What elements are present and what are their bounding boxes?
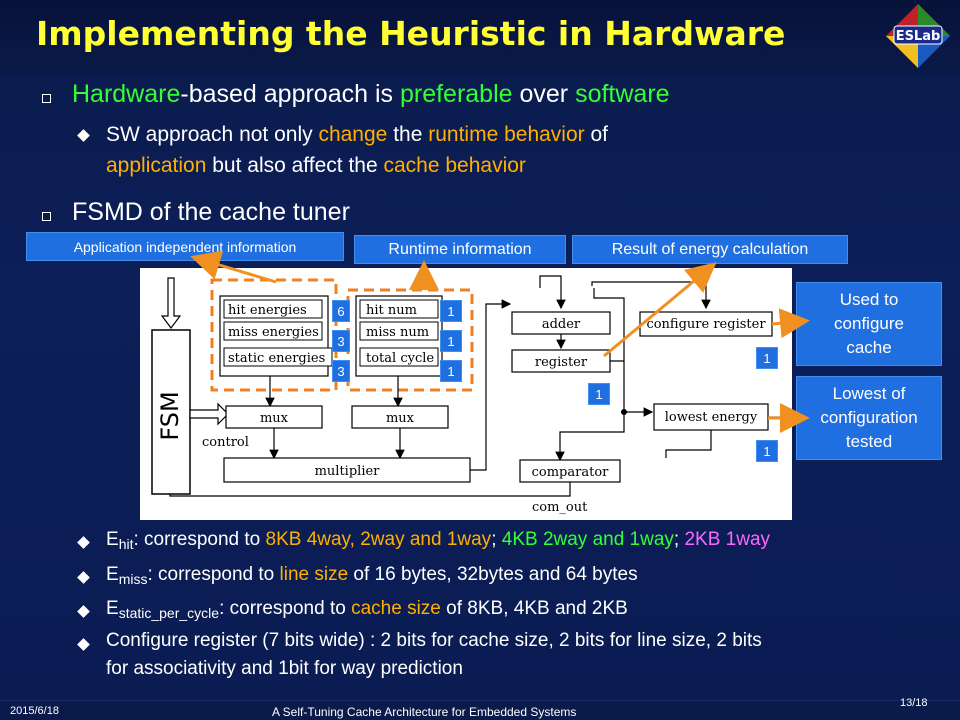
- bullet-hardware: Hardware-based approach is preferable ov…: [72, 80, 670, 108]
- arrow-app-info: [190, 250, 277, 284]
- callout-energy-result: Result of energy calculation: [572, 235, 848, 264]
- bullet-sw-approach: SW approach not only change the runtime …: [106, 123, 609, 177]
- badge-hit-num: 1: [440, 300, 462, 322]
- badge-static-energies: 3: [332, 360, 350, 382]
- badge-lowest-energy: 1: [756, 440, 778, 462]
- footer-page-number: 13/18: [900, 697, 928, 709]
- bullet-estatic: Estatic_per_cycle: correspond to cache s…: [106, 598, 628, 621]
- footer-bar: [0, 700, 960, 720]
- hit-num-label: hit num: [366, 303, 417, 318]
- fsm-label: FSM: [156, 391, 184, 440]
- eslab-logo: ESLab: [886, 4, 950, 68]
- bullet-ehit: Ehit: correspond to 8KB 4way, 2way and 1…: [106, 529, 771, 552]
- arrow-energy-result: [603, 262, 717, 358]
- register-label: register: [535, 355, 588, 370]
- badge-miss-num: 1: [440, 330, 462, 352]
- callout-runtime-info: Runtime information: [354, 235, 566, 264]
- logo-text: ESLab: [896, 29, 941, 44]
- configure-register-label: configure register: [646, 317, 766, 332]
- square-bullet-icon: [42, 212, 51, 221]
- bullet-configure-register: Configure register (7 bits wide) : 2 bit…: [106, 630, 762, 679]
- badge-total-cycle: 1: [440, 360, 462, 382]
- hit-energies-label: hit energies: [228, 303, 307, 318]
- adder-label: adder: [542, 317, 581, 332]
- title-bar: [0, 0, 960, 74]
- mux1-label: mux: [260, 411, 289, 426]
- com-out-label: com_out: [532, 500, 588, 515]
- badge-register: 1: [588, 383, 610, 405]
- badge-miss-energies: 3: [332, 330, 350, 352]
- callout-lowest-config: Lowest of configuration tested: [796, 376, 942, 460]
- lowest-energy-label: lowest energy: [665, 410, 758, 425]
- badge-hit-energies: 6: [332, 300, 350, 322]
- slide-title: Implementing the Heuristic in Hardware: [36, 14, 786, 53]
- arrow-configure: [771, 308, 810, 339]
- comparator-label: comparator: [532, 465, 610, 480]
- footer-title: A Self-Tuning Cache Architecture for Emb…: [272, 705, 577, 719]
- mux2-label: mux: [386, 411, 415, 426]
- bullet-fsmd: FSMD of the cache tuner: [72, 198, 350, 226]
- callout-used-to-configure: Used to configure cache: [796, 282, 942, 366]
- miss-energies-label: miss energies: [228, 325, 319, 340]
- bullet-emiss: Emiss: correspond to line size of 16 byt…: [106, 564, 638, 587]
- control-label: control: [202, 435, 249, 450]
- square-bullet-icon: [42, 94, 51, 103]
- fsmd-diagram-svg: FSM control hit energies miss energies s…: [151, 275, 784, 515]
- total-cycle-label: total cycle: [366, 351, 434, 366]
- static-energies-label: static energies: [228, 351, 325, 366]
- callout-app-independent: Application independent information: [26, 232, 344, 261]
- footer-date: 2015/6/18: [10, 705, 59, 717]
- fsmd-diagram: FSM control hit energies miss energies s…: [140, 268, 792, 520]
- multiplier-label: multiplier: [315, 464, 381, 479]
- badge-configure-register: 1: [756, 347, 778, 369]
- miss-num-label: miss num: [366, 325, 429, 340]
